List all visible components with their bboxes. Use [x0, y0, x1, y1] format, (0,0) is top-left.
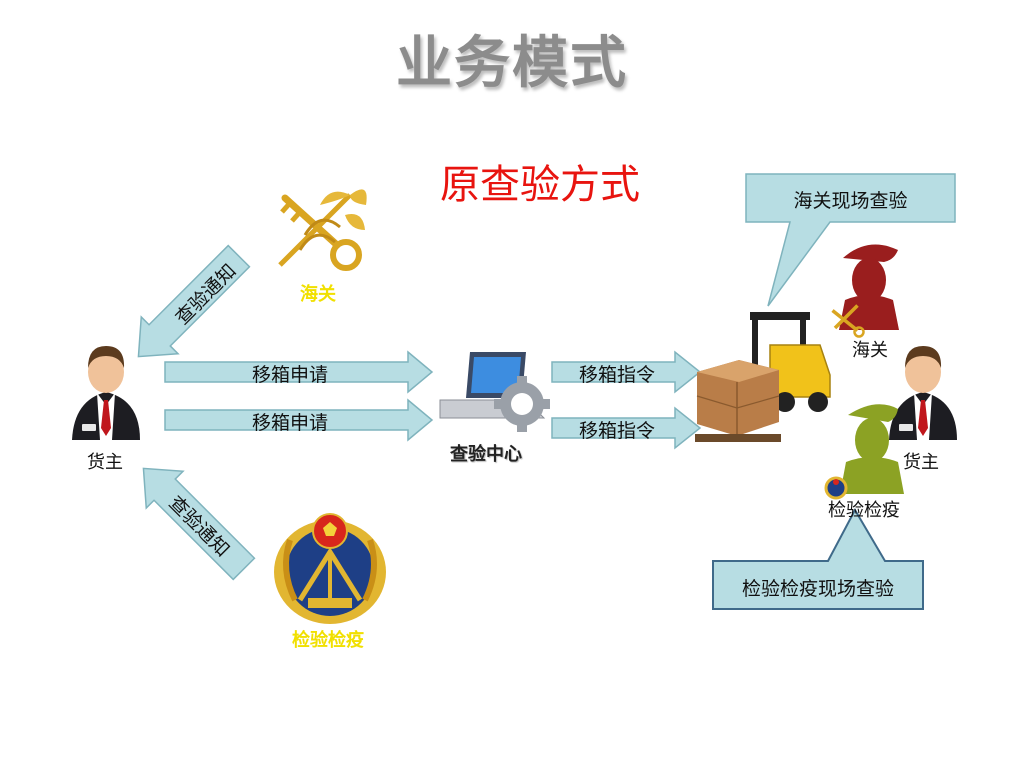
notify-customs-arrow [137, 244, 251, 358]
request-arrow-1 [164, 350, 434, 394]
customs-left-label: 海关 [300, 284, 336, 305]
command-arrow-1-label: 移箱指令 [578, 364, 655, 386]
customs-officer-icon [831, 244, 899, 338]
inspection-onsite-callout-shape [712, 507, 924, 610]
command-arrow-2-label: 移箱指令 [578, 420, 655, 442]
request-arrow-2-label: 移箱申请 [251, 412, 328, 434]
inspection-officer-icon [824, 404, 904, 500]
inspection-right-label: 检验检疫 [828, 500, 900, 521]
owner-right-avatar [889, 346, 957, 440]
customs-onsite-callout-shape [745, 173, 956, 307]
customs-emblem-icon [278, 189, 367, 271]
diagram-subtitle: 原查验方式 [440, 162, 640, 208]
owner-left-label: 货主 [87, 452, 123, 473]
owner-right-label: 货主 [903, 452, 939, 473]
forklift-cargo-icon [695, 312, 831, 442]
command-arrow-2 [551, 406, 702, 450]
inspection-left-label: 检验检疫 [292, 630, 364, 651]
command-arrow-1 [551, 350, 702, 394]
inspection-center-laptop-icon [439, 352, 550, 432]
customs-onsite-callout: 海关现场查验 [793, 190, 908, 212]
customs-right-label: 海关 [852, 340, 888, 361]
inspection-emblem-icon [274, 513, 386, 624]
request-arrow-2 [164, 398, 434, 442]
notify-inspection-arrow [142, 467, 256, 581]
inspection-onsite-callout: 检验检疫现场查验 [741, 578, 894, 600]
owner-left-avatar [72, 346, 140, 440]
center-label: 查验中心 [450, 444, 522, 465]
page-title: 业务模式 [396, 30, 628, 96]
request-arrow-1-label: 移箱申请 [251, 364, 328, 386]
